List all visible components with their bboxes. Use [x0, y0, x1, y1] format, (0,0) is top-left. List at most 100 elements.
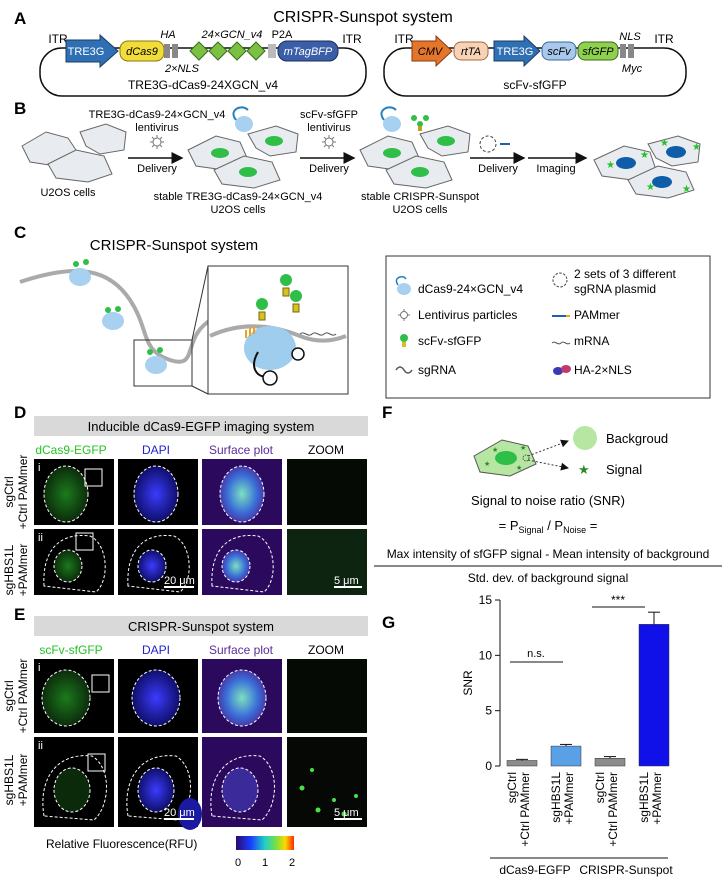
panel-f: F ★★★★ Backgroud ★ Signal Signal to nois…: [374, 403, 722, 585]
formula-equation: = PSignal / PNoise =: [499, 518, 598, 535]
cells-label: stable TRE3G-dCas9-24×GCN_v4: [154, 191, 323, 203]
column-label: ZOOM: [308, 643, 344, 657]
panel-letter: A: [14, 9, 26, 28]
rtta-gene-box: [453, 41, 489, 61]
scale-label: 20 μm: [164, 807, 195, 819]
left-construct: ITR TRE3G dCas9 HA 2×NLS 24×GCN_v4 P2A m…: [39, 29, 367, 97]
plasmid-icon: [479, 135, 510, 153]
image-tile: [287, 737, 367, 827]
cell-group-dcas9: [187, 125, 299, 189]
title-bar: [34, 616, 368, 636]
nucleus: [53, 549, 83, 583]
legend-ha-nls-icon: [553, 365, 571, 375]
step-text: scFv-sfGFP: [300, 109, 358, 121]
dcas9-complex: [102, 306, 124, 330]
legend-mrna-icon: [551, 341, 571, 345]
legend-sgrna-icon: [395, 366, 413, 374]
panel-letter: B: [14, 99, 26, 118]
x-tick-label: sgHBS1L: [637, 772, 651, 823]
panel-title: CRISPR-Sunspot system: [90, 237, 258, 254]
nucleus: [217, 669, 267, 727]
panel-letter: C: [14, 223, 26, 242]
flow-labels: TRE3G-dCas9-24×GCN_v4 lentivirus Deliver…: [40, 109, 575, 216]
nucleus: [495, 451, 517, 465]
panel-b: B: [14, 99, 701, 216]
cells-label: stable CRISPR-Sunspot: [361, 191, 479, 203]
column-label: DAPI: [142, 443, 170, 457]
image-tile: [287, 459, 367, 525]
nucleus: [221, 549, 251, 583]
cells-label: U2OS cells: [210, 204, 266, 216]
svg-text:★: ★: [646, 182, 655, 193]
panel-letter: E: [14, 605, 25, 624]
row-label: +Ctrl PAMmer: [16, 455, 30, 530]
p2a-label: P2A: [272, 29, 293, 41]
nucleus: [221, 767, 259, 813]
row-label: sgCtrl: [2, 476, 16, 507]
svg-text:★: ★: [606, 160, 615, 171]
rtta-label: rtTA: [461, 46, 481, 58]
legend-dcas9-icon: [395, 276, 411, 295]
legend-label: Backgroud: [606, 431, 668, 446]
step-action: Imaging: [536, 163, 575, 175]
scale-label: 5 μm: [334, 575, 359, 587]
dcas9-complex: [69, 259, 91, 286]
sig-label: ***: [611, 593, 625, 607]
legend-label: Signal: [606, 462, 642, 477]
step-text: lentivirus: [135, 122, 179, 134]
roman-label: ii: [38, 740, 43, 752]
scfv-sfgfp-icon: [411, 115, 429, 131]
scale-label: 5 μm: [334, 807, 359, 819]
zoom-roi: [91, 674, 110, 693]
x-tick-label: +Ctrl PAMmer: [518, 772, 532, 847]
p2a-box: [268, 44, 276, 58]
x-tick-label: sgHBS1L: [549, 772, 563, 823]
row-label: +Ctrl PAMmer: [16, 659, 30, 734]
panel-letter: D: [14, 403, 26, 422]
construct-name: TRE3G-dCas9-24XGCN_v4: [128, 78, 278, 92]
panel-title: Inducible dCas9-EGFP imaging system: [88, 419, 315, 434]
gene-label: dCas9: [126, 46, 158, 58]
myc-label: Myc: [622, 63, 643, 75]
itr-label: ITR: [342, 32, 362, 46]
legend-scfv-icon: [400, 334, 408, 347]
nls-label: NLS: [619, 31, 641, 43]
ha-label: HA: [160, 29, 175, 41]
cells-label: U2OS cells: [392, 204, 448, 216]
nucleus: [178, 798, 202, 830]
x-tick-label: +Ctrl PAMmer: [606, 772, 620, 847]
legend-label: Lentivirus particles: [418, 308, 517, 322]
nucleus: [41, 669, 91, 727]
column-label: dCas9-EGFP: [35, 443, 106, 457]
colorbar-tick: 1: [262, 857, 268, 869]
itr-label: ITR: [394, 32, 414, 46]
formula-numerator: Max intensity of sfGFP signal - Mean int…: [387, 547, 710, 561]
legend-label: HA-2×NLS: [574, 363, 632, 377]
row-label: sgHBS1L: [2, 754, 16, 805]
y-axis-label: SNR: [461, 670, 475, 696]
dcas9-zoom: [244, 326, 296, 370]
image-tile: [287, 529, 367, 595]
bar: [638, 624, 670, 767]
roman-label: ii: [38, 532, 43, 544]
x-tick-label: +PAMmer: [650, 772, 664, 825]
panel-a: A CRISPR-Sunspot system ITR TRE3G dCas9 …: [14, 9, 687, 97]
bar: [506, 760, 538, 767]
dcas9-complex: [145, 347, 167, 374]
mrna-wave: [299, 332, 337, 336]
legend-label: scFv-sfGFP: [418, 334, 481, 348]
nucleus: [53, 767, 91, 813]
y-tick-label: 0: [485, 759, 492, 773]
itr-label: ITR: [654, 32, 674, 46]
zoom-line: [191, 385, 209, 395]
svg-text:★: ★: [660, 138, 669, 149]
legend-labels: dCas9-24×GCN_v4 2 sets of 3 different sg…: [418, 267, 677, 377]
panel-title: CRISPR-Sunspot system: [128, 619, 274, 634]
ha-tag: [164, 44, 170, 58]
nucleus: [131, 669, 181, 727]
panel-c: C CRISPR-Sunspot system: [14, 223, 711, 399]
title-bar: [34, 416, 368, 436]
scfv-anchors: [258, 287, 300, 321]
panel-letter: G: [382, 613, 395, 632]
svg-text:★: ★: [516, 464, 522, 472]
